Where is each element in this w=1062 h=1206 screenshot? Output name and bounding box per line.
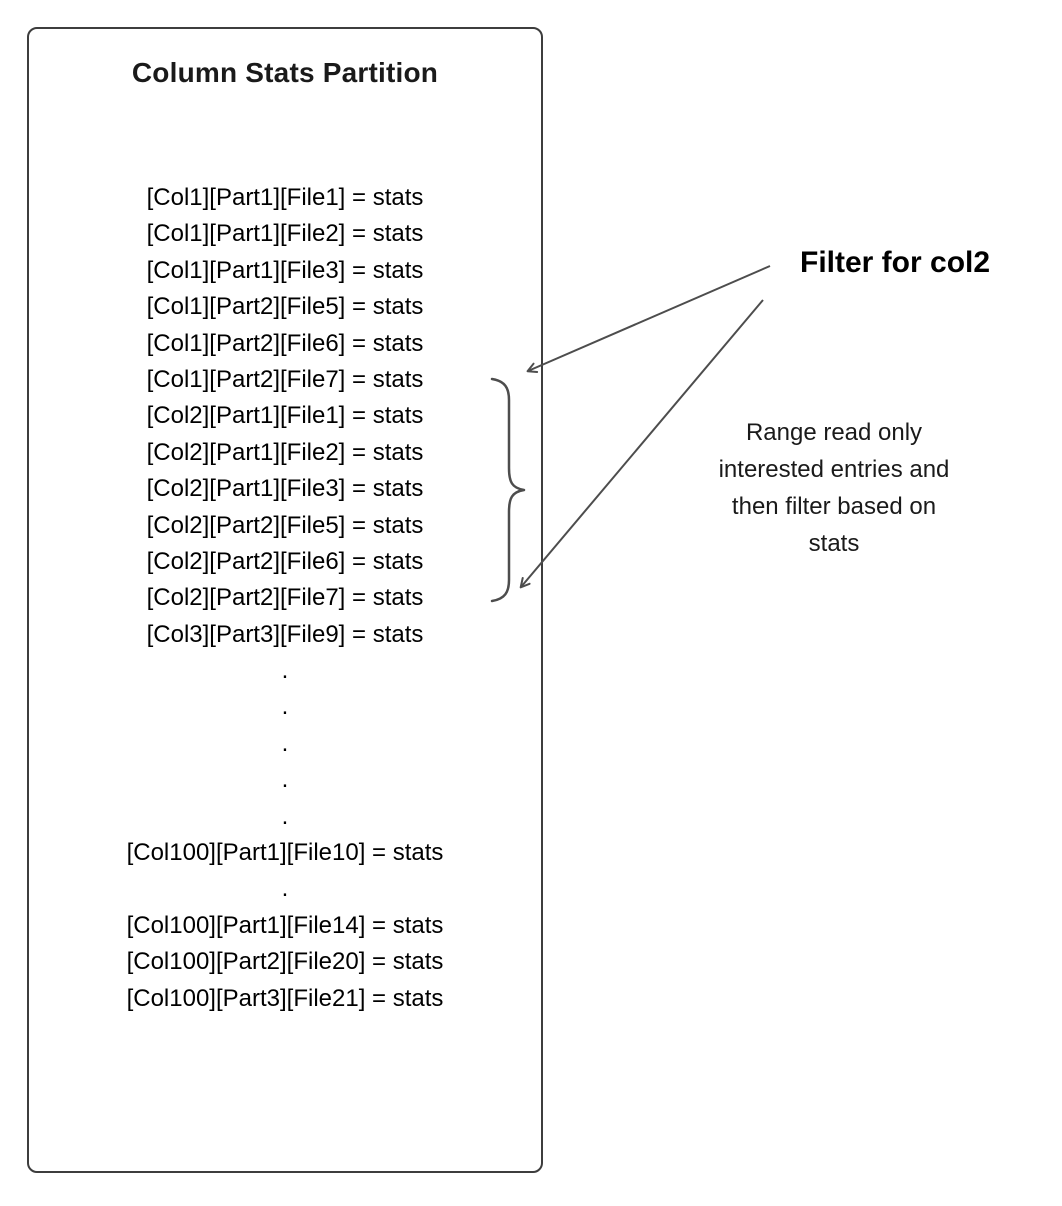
dots-separator: . (281, 802, 289, 830)
stats-entry: [Col2][Part2][File5] = stats (146, 511, 424, 539)
stats-entry: [Col1][Part2][File6] = stats (146, 329, 424, 357)
filter-label: Filter for col2 (800, 246, 991, 279)
stats-entry: [Col2][Part2][File6] = stats (146, 547, 424, 575)
stats-entry: [Col1][Part1][File1] = stats (146, 184, 424, 211)
stats-entry: [Col1][Part2][File5] = stats (146, 293, 424, 321)
stats-entry: [Col3][Part3][File9] = stats (146, 620, 424, 648)
dots-separator: . (281, 875, 289, 903)
stats-entry: [Col2][Part1][File2] = stats (146, 438, 424, 466)
arrow-to-brace-top (526, 265, 771, 373)
entries-list: [Col1][Part1][File1] = stats [Col1][Part… (29, 180, 541, 1017)
stats-entry: [Col1][Part2][File7] = stats (146, 365, 424, 393)
range-note-line: Range read only (745, 419, 923, 446)
dots-separator: . (281, 729, 289, 757)
dots-separator: . (281, 693, 289, 721)
stats-entry: [Col100][Part3][File21] = stats (126, 984, 444, 1012)
stats-entry: [Col100][Part1][File10] = stats (126, 839, 444, 867)
stats-entry: [Col2][Part1][File1] = stats (146, 402, 424, 430)
range-note-line: stats (808, 530, 860, 557)
stats-entry: [Col1][Part1][File3] = stats (146, 256, 424, 284)
dots-separator: . (281, 766, 289, 794)
box-title: Column Stats Partition (131, 57, 439, 88)
range-note: Range read only interested entries and t… (688, 414, 980, 562)
stats-entry: [Col100][Part2][File20] = stats (126, 948, 444, 976)
column-stats-partition-box: Column Stats Partition [Col1][Part1][Fil… (27, 27, 543, 1173)
stats-entry: [Col2][Part2][File7] = stats (146, 584, 424, 612)
dots-separator: . (281, 657, 289, 685)
range-note-line: then filter based on (731, 493, 937, 520)
stats-entry: [Col100][Part1][File14] = stats (126, 911, 444, 939)
stats-entry: [Col1][Part1][File2] = stats (146, 220, 424, 248)
stats-entry: [Col2][Part1][File3] = stats (146, 475, 424, 503)
range-note-line: interested entries and (718, 456, 950, 483)
